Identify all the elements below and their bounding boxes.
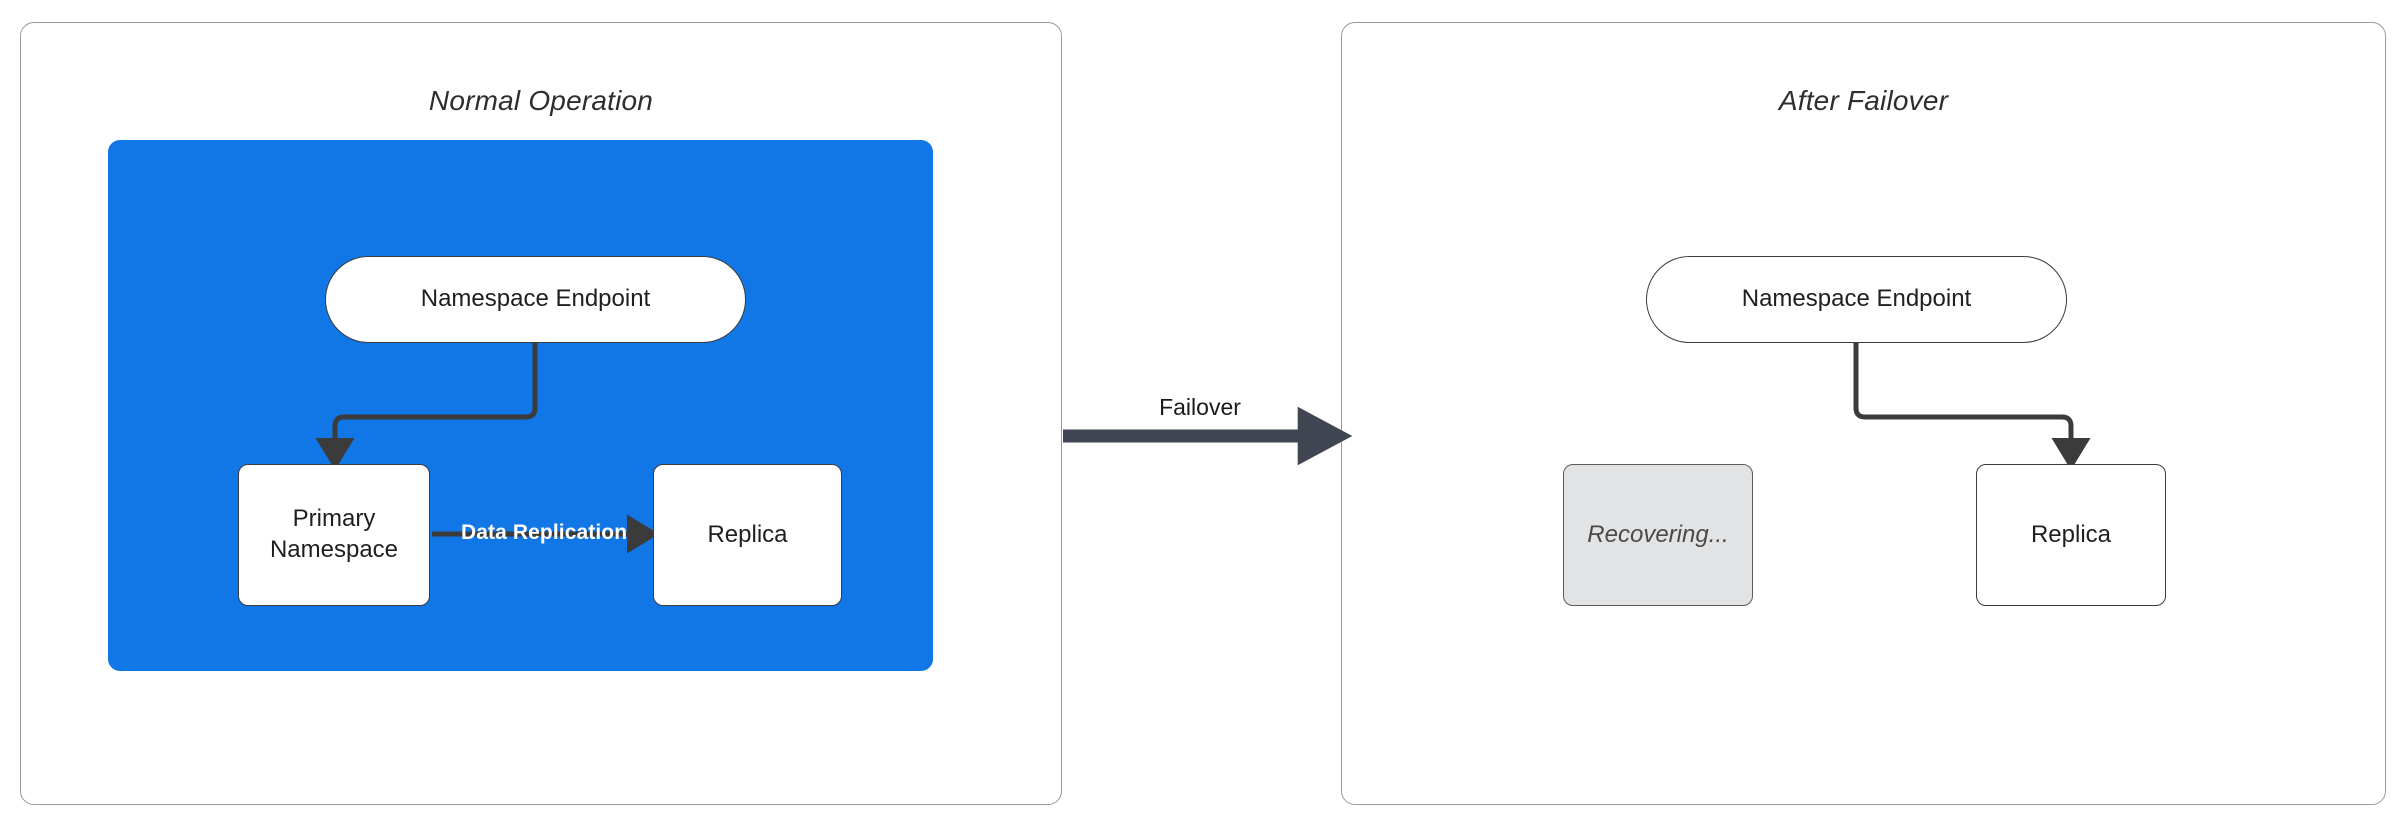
- node-replica-normal[interactable]: Replica: [653, 464, 842, 606]
- edge-label-failover: Failover: [1159, 394, 1241, 420]
- panel-title-normal-operation: Normal Operation: [428, 85, 654, 116]
- node-replica-failover[interactable]: Replica: [1976, 464, 2166, 606]
- node-namespace-endpoint-normal[interactable]: Namespace Endpoint: [325, 256, 746, 343]
- panel-title-after-failover: After Failover: [1778, 85, 1949, 116]
- node-namespace-endpoint-failover[interactable]: Namespace Endpoint: [1646, 256, 2067, 343]
- node-label: Recovering...: [1587, 520, 1729, 548]
- node-recovering[interactable]: Recovering...: [1563, 464, 1753, 606]
- edge-label-data-replication: Data Replication: [461, 521, 628, 544]
- panel-after-failover: After Failover: [1341, 22, 2386, 805]
- node-label: Namespace Endpoint: [1741, 285, 1972, 313]
- node-label: Replica: [707, 520, 788, 548]
- node-primary-namespace[interactable]: Primary Namespace: [238, 464, 430, 606]
- node-label: Replica: [2030, 520, 2112, 548]
- node-label: Namespace Endpoint: [420, 285, 651, 313]
- node-label: Primary Namespace: [269, 505, 399, 563]
